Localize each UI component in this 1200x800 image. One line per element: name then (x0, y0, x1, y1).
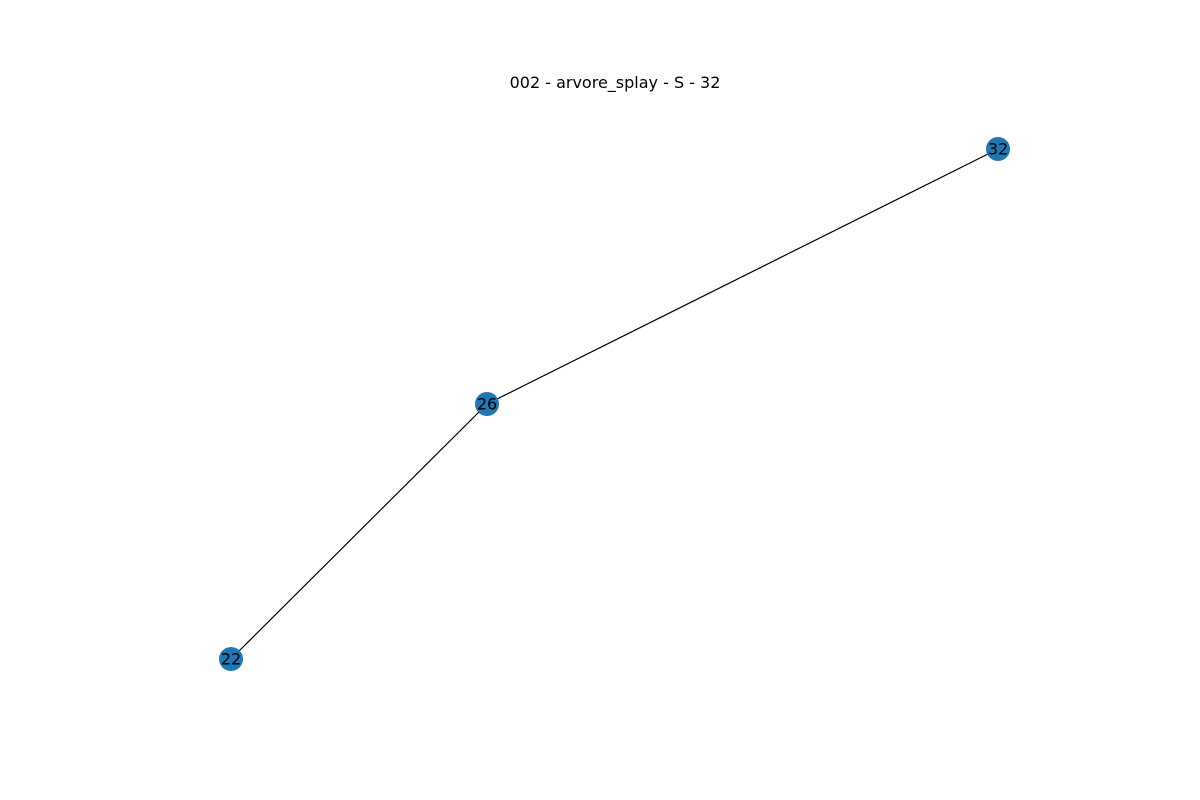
node-circle (986, 137, 1010, 161)
node-label: 26 (477, 395, 497, 414)
node-circle (219, 647, 243, 671)
edge-n32-n26 (486, 148, 999, 405)
graph-node: 32 (986, 137, 1010, 161)
graph-node: 26 (475, 392, 499, 416)
node-label: 32 (988, 140, 1008, 159)
figure-title: 002 - arvore_splay - S - 32 (510, 73, 721, 93)
nodes-layer: 32 26 22 (219, 137, 1010, 671)
edge-n26-n22 (230, 403, 488, 660)
node-circle (475, 392, 499, 416)
node-label: 22 (221, 650, 241, 669)
edges-layer (230, 148, 999, 660)
graph-node: 22 (219, 647, 243, 671)
